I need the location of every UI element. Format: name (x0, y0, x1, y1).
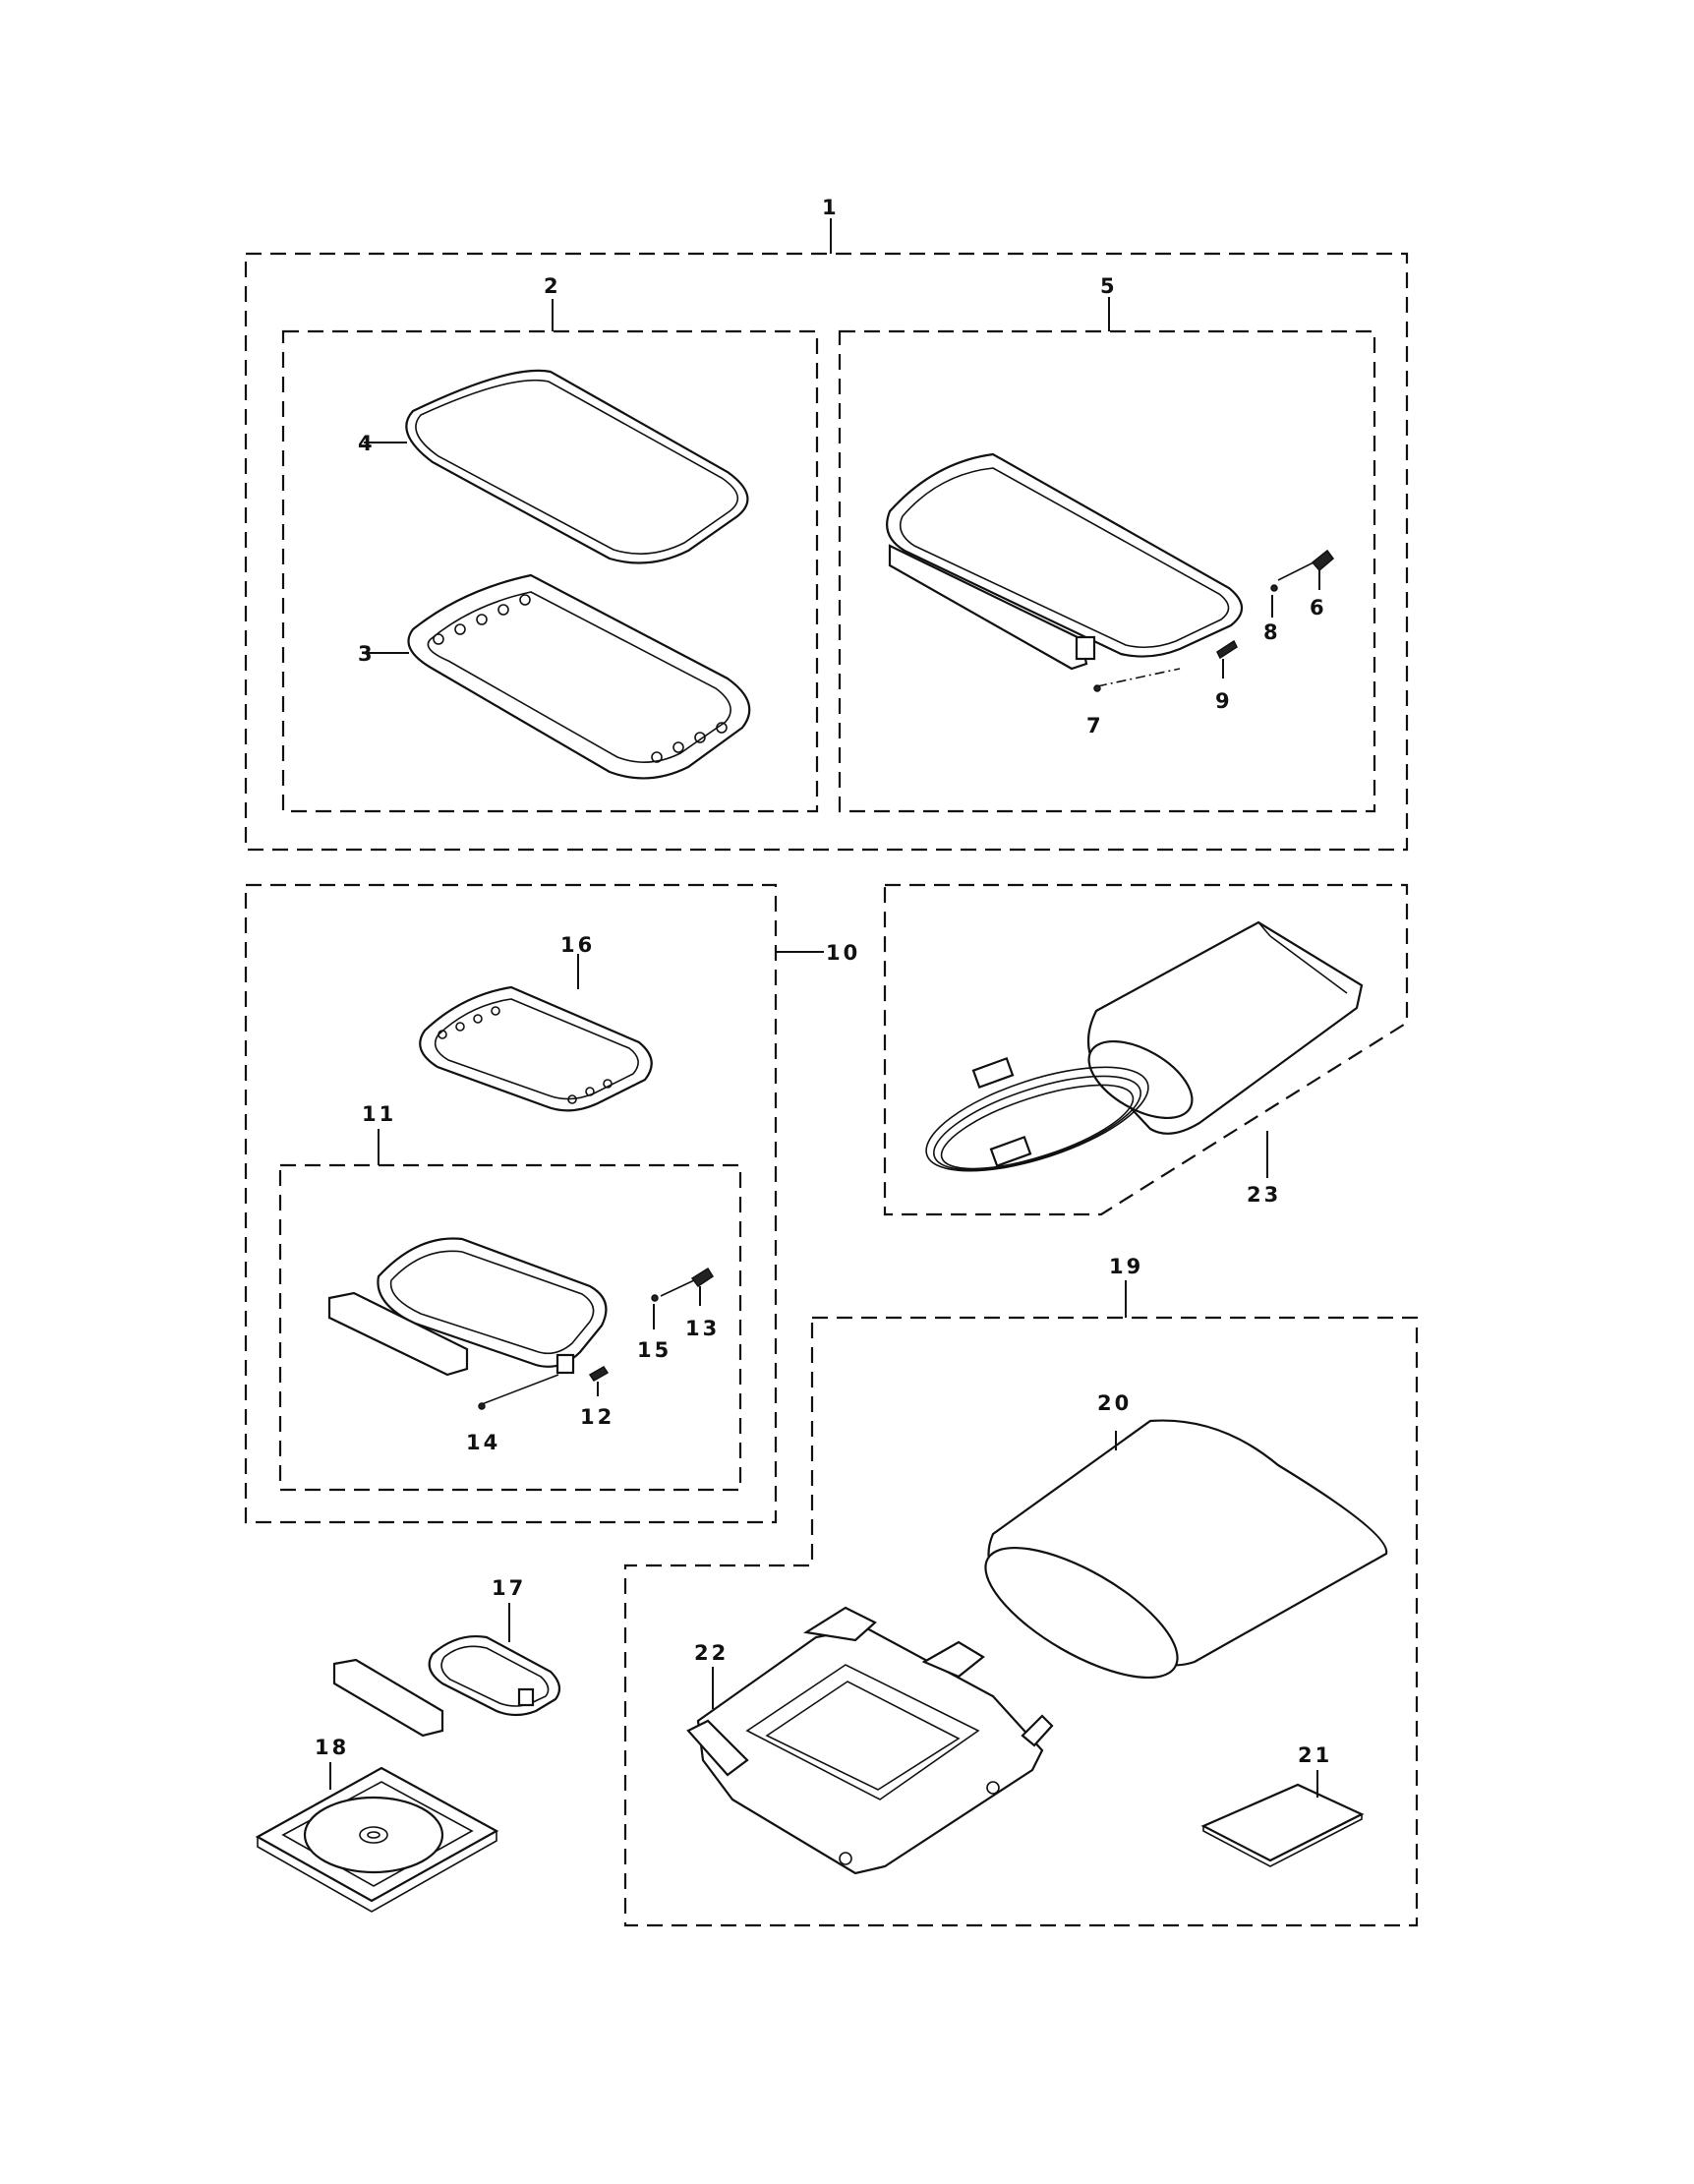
callout-22: 22 (694, 1641, 729, 1665)
callout-12: 12 (580, 1405, 614, 1429)
part-14-pin (478, 1402, 486, 1410)
group-11-box (278, 1163, 742, 1492)
callout-17: 17 (492, 1576, 526, 1600)
part-11-hoop-assembly (327, 1237, 608, 1377)
callout-14: 14 (466, 1431, 500, 1454)
callout-13: 13 (685, 1317, 720, 1340)
group-2: 2 4 3 (281, 274, 819, 813)
group-19-box (623, 1316, 1419, 1927)
callout-4: 4 (358, 432, 376, 455)
callout-9: 9 (1215, 689, 1233, 713)
callout-6: 6 (1310, 596, 1327, 620)
group-10-box (244, 883, 778, 1524)
part-15-washer (651, 1294, 659, 1302)
group-5: 5 6 8 9 7 (838, 274, 1376, 813)
callout-10: 10 (826, 941, 860, 965)
callout-23: 23 (1247, 1183, 1281, 1207)
part-7-pin (1093, 684, 1101, 692)
callout-8: 8 (1263, 620, 1281, 644)
part-18-cd-case (255, 1766, 499, 1913)
group-23-box (883, 883, 1409, 1216)
part-16-medium-hoop (419, 985, 653, 1112)
part-12-spring (588, 1366, 610, 1382)
part-6-screw (1311, 549, 1335, 572)
part-13-screw (690, 1267, 715, 1288)
callout-2: 2 (544, 274, 561, 298)
group-10: 10 16 11 (244, 883, 860, 1524)
part-22-frame (686, 1606, 1054, 1875)
callout-19: 19 (1109, 1255, 1143, 1278)
callout-11: 11 (362, 1102, 396, 1126)
callout-7: 7 (1086, 714, 1104, 738)
callout-15: 15 (637, 1338, 672, 1362)
callout-16: 16 (560, 933, 595, 957)
part-9-spring (1216, 639, 1238, 660)
callout-1: 1 (822, 196, 840, 219)
group-1: 1 (244, 196, 1409, 852)
group-2-box (281, 329, 819, 813)
group-5-box (838, 329, 1376, 813)
callout-5: 5 (1100, 274, 1118, 298)
part-3-inner-hoop (407, 573, 751, 780)
part-20-bag (984, 1419, 1388, 1680)
part-21-card (1200, 1783, 1365, 1867)
group-11: 11 13 15 12 14 (278, 1102, 742, 1492)
part-4-outer-hoop (405, 369, 749, 564)
callout-18: 18 (315, 1736, 349, 1759)
group-1-box (244, 252, 1409, 852)
callout-20: 20 (1097, 1391, 1132, 1415)
part-17-small-hoop (332, 1635, 561, 1738)
part-23-bag (1086, 920, 1364, 1135)
part-23-cable (925, 1056, 1149, 1172)
group-19: 19 20 21 22 (623, 1255, 1419, 1927)
callout-3: 3 (358, 642, 376, 666)
part-5-hoop-assembly (886, 452, 1244, 671)
part-8-washer (1270, 584, 1278, 592)
group-23: 23 (883, 883, 1409, 1216)
callout-21: 21 (1298, 1743, 1332, 1767)
